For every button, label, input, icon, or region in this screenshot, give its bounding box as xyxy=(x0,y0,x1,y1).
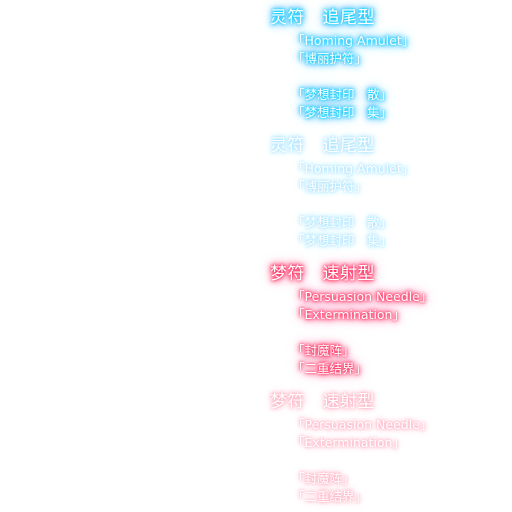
spell-card-label: 「梦想封印 散」 xyxy=(292,215,393,230)
spell-card-label: 「梦想封印 集」 xyxy=(292,233,393,248)
spacer xyxy=(270,452,510,470)
spell-card-label: 「梦想封印 散」 xyxy=(292,87,393,102)
spell-card-label: 「二重结界」 xyxy=(292,361,368,376)
spell-card-label: 「Homing Amulet」 xyxy=(292,161,415,176)
shot-type-title: 灵符 追尾型 xyxy=(270,8,375,28)
spell-card-label: 「Homing Amulet」 xyxy=(292,33,415,48)
spell-card-label: 「Extermination」 xyxy=(292,307,405,322)
spell-card-label: 「封魔阵」 xyxy=(292,471,355,486)
spell-card-label: 「封魔阵」 xyxy=(292,343,355,358)
spell-card-label: 「梦想封印 集」 xyxy=(292,105,393,120)
spell-card-label: 「Persuasion Needle」 xyxy=(292,289,433,304)
shot-type-homing-selected[interactable]: 灵符 追尾型 「Homing Amulet」 「博丽护符」 「梦想封印 散」 「… xyxy=(270,8,510,122)
shot-type-title: 梦符 速射型 xyxy=(270,392,375,412)
spell-card-label: 「Extermination」 xyxy=(292,435,405,450)
spell-card-label: 「博丽护符」 xyxy=(292,179,368,194)
shot-type-title: 梦符 速射型 xyxy=(270,264,375,284)
spell-card-label: 「博丽护符」 xyxy=(292,51,368,66)
shot-type-needle-selected[interactable]: 梦符 速射型 「Persuasion Needle」 「Exterminatio… xyxy=(270,264,510,378)
shot-type-homing-unselected[interactable]: 灵符 追尾型 「Homing Amulet」 「博丽护符」 「梦想封印 散」 「… xyxy=(270,136,510,250)
spacer xyxy=(270,324,510,342)
spell-card-label: 「Persuasion Needle」 xyxy=(292,417,433,432)
shot-type-title: 灵符 追尾型 xyxy=(270,136,375,156)
spacer xyxy=(270,68,510,86)
shot-type-needle-unselected[interactable]: 梦符 速射型 「Persuasion Needle」 「Exterminatio… xyxy=(270,392,510,506)
spacer xyxy=(270,196,510,214)
spell-card-label: 「二重结界」 xyxy=(292,489,368,504)
